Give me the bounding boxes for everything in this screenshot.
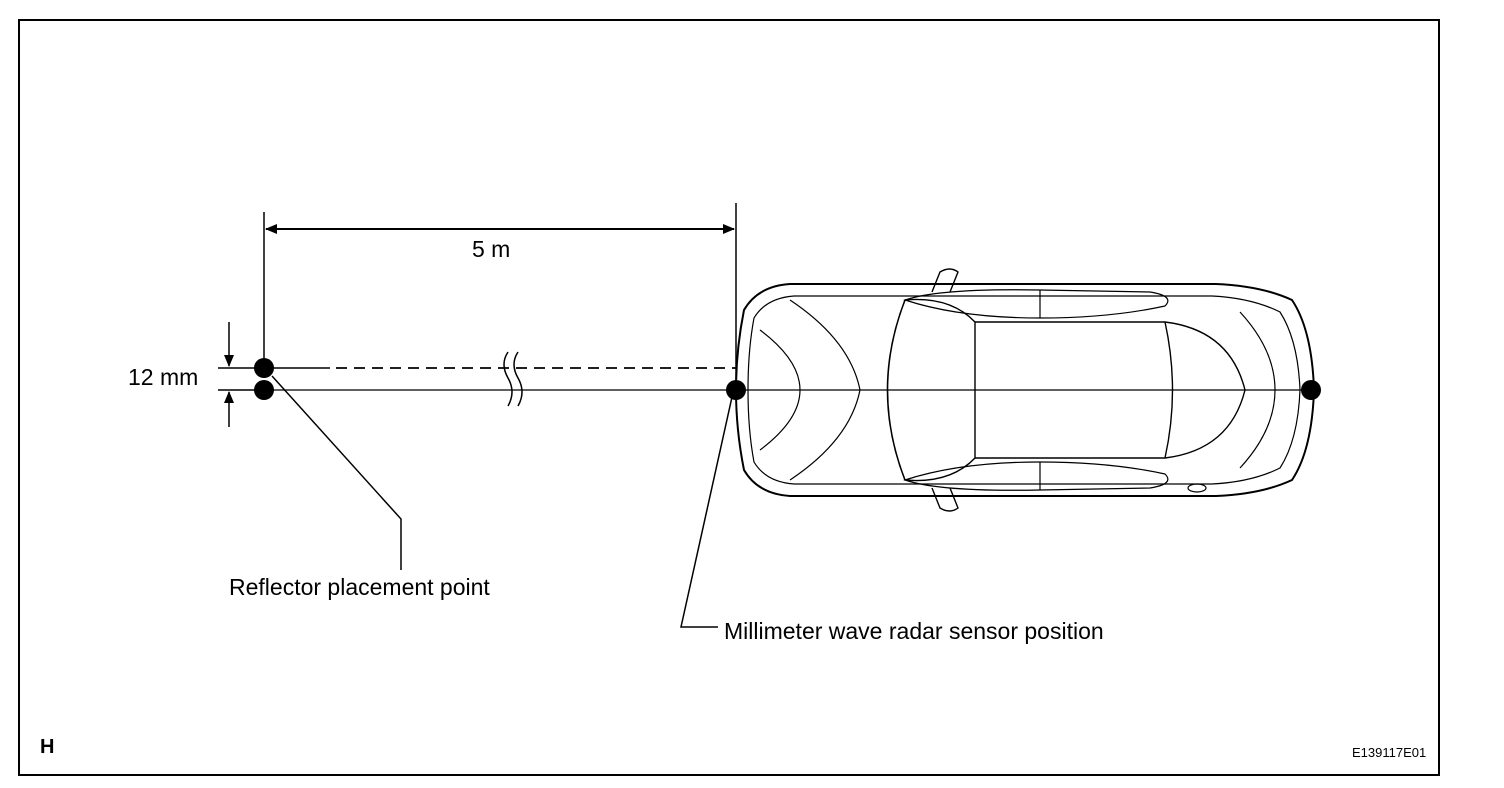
corner-letter: H [40,736,55,758]
reflector-leader [271,375,402,570]
reflector-point-lower [254,380,274,400]
break-symbol [503,351,513,407]
figure-frame [18,19,1440,776]
radar-sensor-point [726,380,746,400]
offset-label: 12 mm [128,364,199,390]
reflector-placement-label: Reflector placement point [229,574,490,600]
sensor-position-label: Millimeter wave radar sensor position [724,618,1104,644]
rear-center-point [1301,380,1321,400]
figure-code: E139117E01 [1352,745,1427,760]
reflector-point-upper [254,358,274,378]
reference-lines [264,351,1312,407]
car-top-view [734,268,1316,512]
distance-label: 5 m [472,236,511,262]
sensor-leader [680,396,733,628]
distance-dimension [263,203,737,390]
